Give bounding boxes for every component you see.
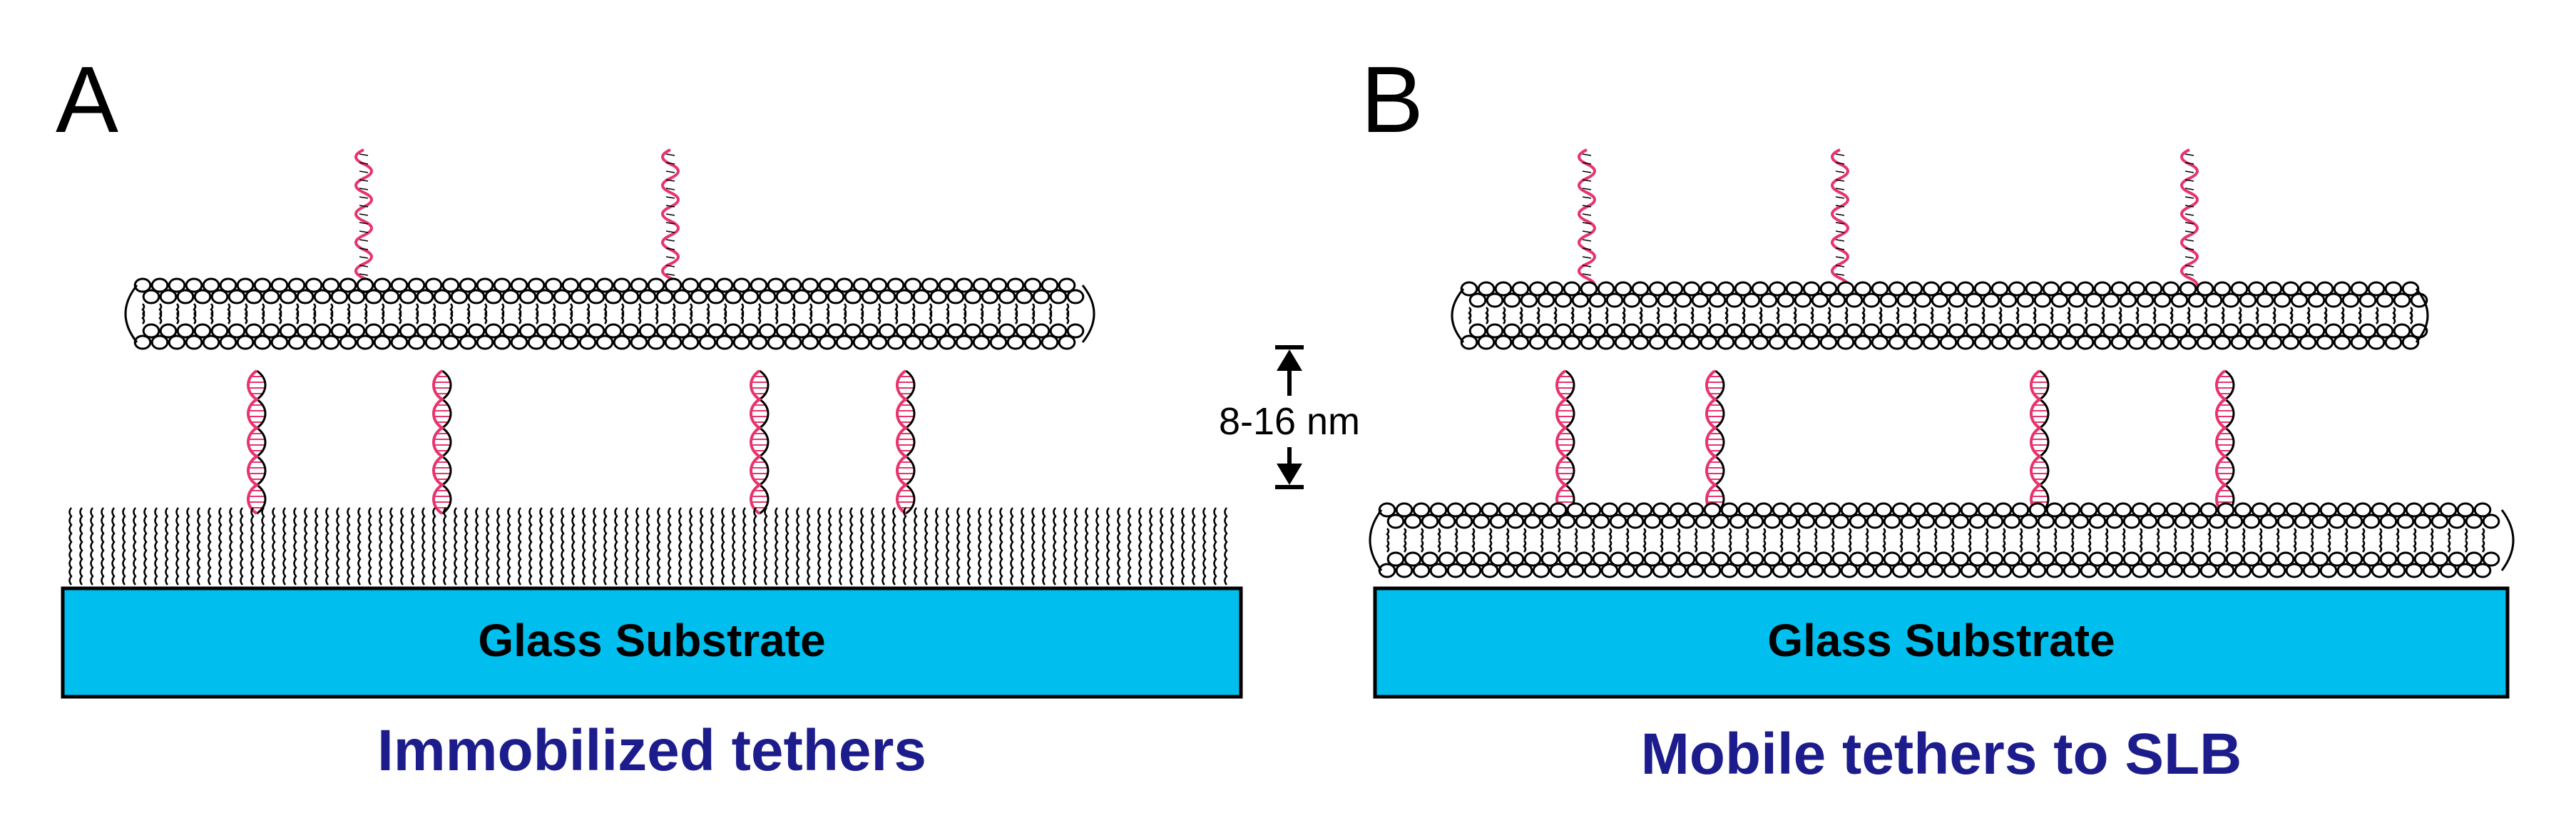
glass-substrate-icon [1373, 586, 2510, 699]
tethers [1555, 148, 2235, 515]
glass-substrate-icon [61, 586, 1243, 699]
substrate-label: Glass Substrate [478, 615, 825, 666]
distance-indicator: 8-16 nm [1200, 345, 1379, 489]
panel-a-letter: A [56, 47, 118, 152]
distance-label: 8-16 nm [1219, 400, 1360, 443]
panel-b: Glass Substrate Mobile tethers to SLB [1369, 148, 2515, 787]
panel-a: Glass Substrate Immobilized tethers [61, 148, 1243, 783]
panel-b-letter: B [1361, 47, 1424, 152]
panel-caption: Mobile tethers to SLB [1641, 722, 2242, 787]
panel-caption: Immobilized tethers [377, 718, 926, 783]
supported-lipid-bilayer-icon [1369, 502, 2515, 578]
substrate-label: Glass Substrate [1767, 615, 2115, 666]
lipid-bilayer-icon [124, 277, 1095, 350]
lipid-bilayer-icon [1451, 281, 2429, 350]
tethers [247, 148, 916, 515]
alkane-monolayer-icon [68, 507, 1228, 586]
